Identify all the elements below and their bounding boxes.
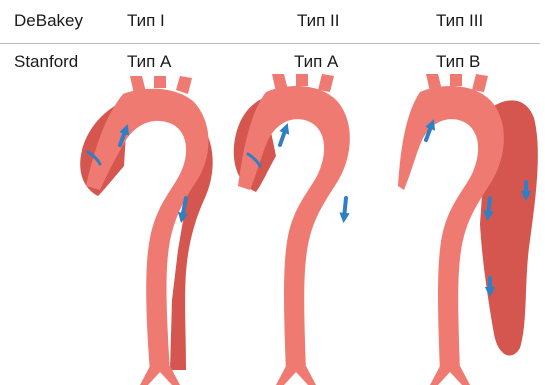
- lumen-type-2: [238, 86, 350, 372]
- flow-arrow-1-type-2: [280, 128, 286, 145]
- aorta-type-1: [80, 76, 213, 385]
- arch-branch-3-type-2: [318, 74, 334, 92]
- flow-arrow-2-type-3: [488, 198, 490, 216]
- arch-branch-3-type-1: [176, 76, 192, 94]
- arch-branch-2-type-2: [296, 74, 308, 86]
- iliac-type-3: [430, 366, 470, 385]
- aorta-type-3: [398, 74, 538, 385]
- iliac-type-2: [276, 366, 316, 385]
- aorta-type-2: [234, 74, 350, 385]
- arch-branch-2-type-1: [154, 76, 166, 88]
- arch-branch-2-type-3: [450, 74, 462, 86]
- flow-arrow-3-type-2: [344, 198, 346, 218]
- arch-branch-3-type-3: [472, 74, 488, 92]
